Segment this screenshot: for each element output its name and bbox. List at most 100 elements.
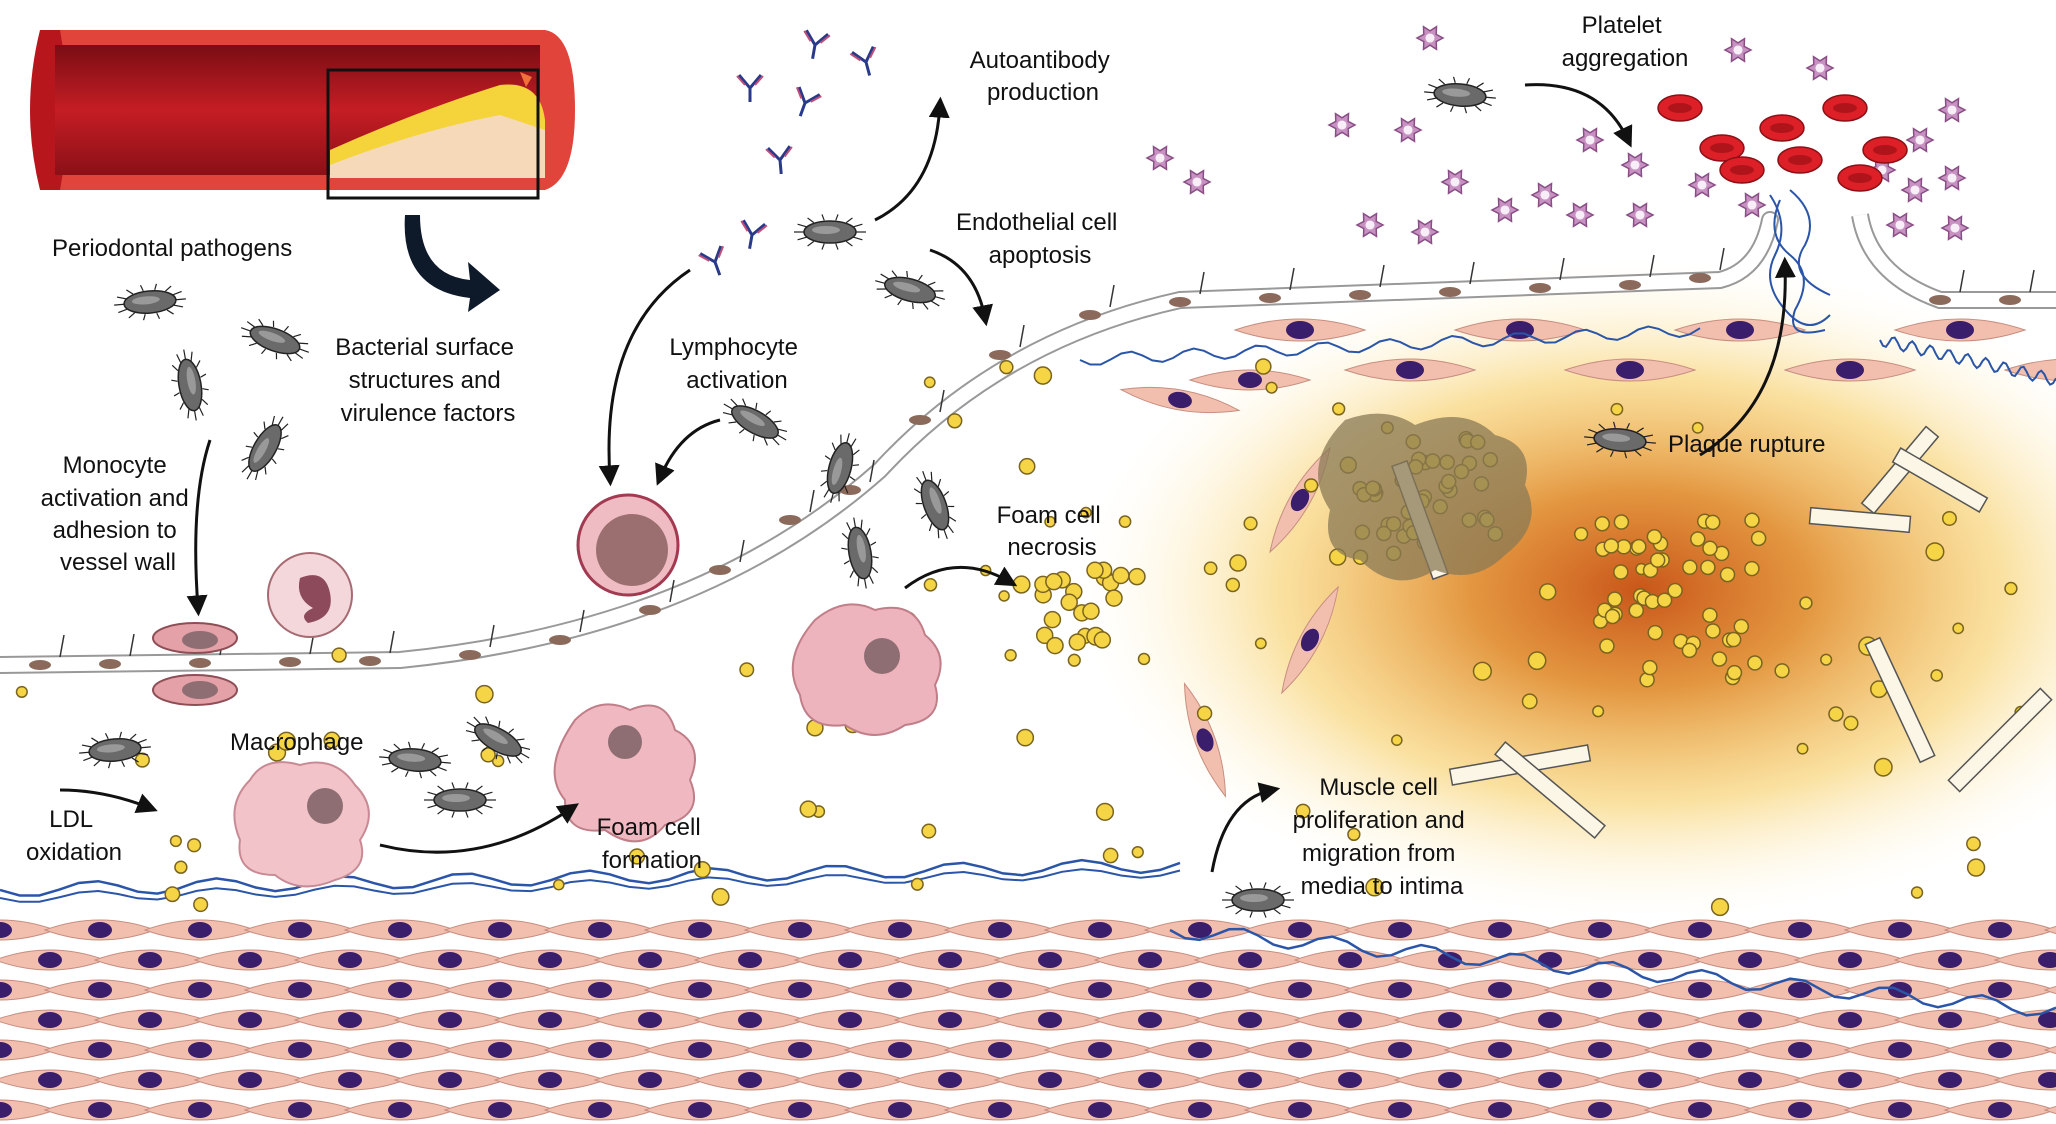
ldl-particle <box>331 647 347 663</box>
ldl-particle <box>174 860 188 874</box>
smooth-muscle-cell <box>1673 318 1807 342</box>
ldl-particle <box>1667 582 1683 599</box>
smooth-muscle-cell <box>1193 1069 1307 1091</box>
ldl-particle <box>1592 705 1605 718</box>
smooth-muscle-cell <box>1743 1099 1857 1121</box>
bacterium <box>114 283 186 321</box>
ldl-particle <box>1690 531 1706 547</box>
ldl-particle <box>1365 878 1384 897</box>
bacterium <box>841 517 879 589</box>
bacterium <box>875 270 945 310</box>
ldl-particle <box>1649 552 1666 568</box>
smooth-muscle-cell <box>1893 1009 2007 1031</box>
ldl-particle <box>1820 653 1833 666</box>
arrow-autoantibody <box>874 96 950 222</box>
smooth-muscle-cell <box>443 1099 557 1121</box>
bacterium <box>913 470 957 540</box>
smooth-muscle-cell <box>143 979 257 1001</box>
smooth-muscle-cell <box>643 1039 757 1061</box>
ldl-particle <box>1774 663 1790 679</box>
platelet <box>1530 182 1560 208</box>
monocyte <box>267 552 353 638</box>
smooth-muscle-cell <box>293 949 407 971</box>
smooth-muscle-cell <box>193 1009 307 1031</box>
ldl-particle <box>1799 596 1813 610</box>
smooth-muscle-cell <box>943 979 1057 1001</box>
smooth-muscle-cell <box>1843 1039 1957 1061</box>
smooth-muscle-cell <box>1443 979 1557 1001</box>
cholesterol-crystal <box>1494 741 1606 839</box>
adherent-monocyte <box>152 622 238 706</box>
smooth-muscle-cell <box>1233 318 1367 342</box>
smooth-muscle-cell <box>1443 919 1557 941</box>
platelet <box>1355 212 1385 238</box>
ldl-particle <box>193 896 209 913</box>
smooth-muscle-cell <box>943 919 1057 941</box>
ldl-particle <box>1012 575 1031 594</box>
smooth-muscle-cell <box>43 919 157 941</box>
ldl-particle <box>628 848 646 865</box>
label-bacterial-surface: Bacterial surface structures and virulen… <box>335 334 520 427</box>
antibody <box>849 45 877 76</box>
ldl-particle <box>480 747 496 763</box>
smooth-muscle-cell <box>1043 1039 1157 1061</box>
platelet <box>1490 197 1520 223</box>
ldl-particle <box>552 878 565 891</box>
platelet <box>1415 25 1445 51</box>
ldl-particle <box>1137 652 1151 666</box>
smooth-muscle-cell <box>243 979 357 1001</box>
smooth-muscle-cell <box>1493 1069 1607 1091</box>
ldl-particle <box>1086 561 1104 580</box>
bacterium <box>424 782 496 818</box>
ldl-particle <box>799 800 818 818</box>
smooth-muscle-cell <box>493 1069 607 1091</box>
label-foam-cell-formation: Foam cell formation <box>597 814 708 874</box>
label-ldl: LDL oxidation <box>26 806 122 866</box>
zoom-box <box>326 68 540 200</box>
ldl-particle <box>910 877 924 891</box>
platelets <box>1145 25 1970 245</box>
bacterium <box>79 731 151 769</box>
smooth-muscle-cell <box>1993 1009 2056 1031</box>
smooth-muscle-cell <box>1293 1009 1407 1031</box>
ldl-particle <box>711 887 730 906</box>
smooth-muscle-cell <box>1093 1069 1207 1091</box>
smooth-muscle-cell <box>1043 1099 1157 1121</box>
smooth-muscle-cell <box>693 1069 807 1091</box>
smooth-muscle-cell <box>1043 919 1157 941</box>
ldl-particle <box>1082 602 1100 620</box>
ldl-particle <box>921 823 937 839</box>
ldl-particle <box>1118 515 1132 528</box>
smooth-muscle-cell <box>43 1099 157 1121</box>
platelet <box>1620 152 1650 178</box>
label-muscle-cell: Muscle cell proliferation and migration … <box>1293 774 1472 900</box>
smooth-muscle-cell <box>1643 1099 1757 1121</box>
smooth-muscle-cell <box>1943 1039 2056 1061</box>
intimal-muscle-cells <box>1119 369 1339 798</box>
ldl-particle <box>1705 623 1721 639</box>
ldl-particle <box>1046 636 1064 655</box>
smooth-muscle-cell <box>893 1009 1007 1031</box>
ldl-particle <box>1628 602 1645 619</box>
smooth-muscle-cell <box>1543 919 1657 941</box>
smooth-muscle-cell <box>493 1009 607 1031</box>
smooth-muscle-cell <box>193 1069 307 1091</box>
smooth-muscle-cell <box>993 1069 1107 1091</box>
ldl-particle <box>1060 593 1078 612</box>
cholesterol-crystal <box>1860 425 1940 515</box>
ldl-particle <box>1229 554 1247 572</box>
smooth-muscle-cell <box>293 1069 407 1091</box>
ldl-particle <box>1744 560 1760 577</box>
smooth-muscle-cell <box>1143 1039 1257 1061</box>
smooth-muscle-cell <box>843 1099 957 1121</box>
ldl-particle <box>1702 607 1718 623</box>
smooth-muscle-cell <box>1043 979 1157 1001</box>
platelet <box>1625 202 1655 228</box>
smooth-muscle-cell <box>943 1099 1057 1121</box>
label-platelet: Platelet aggregation <box>1562 12 1689 72</box>
smooth-muscle-cell <box>1243 979 1357 1001</box>
red-blood-cell <box>1719 156 1765 184</box>
labels: Periodontal pathogens Bacterial surface … <box>26 12 1825 900</box>
ldl-particle <box>693 860 711 879</box>
artery-thumbnail <box>30 30 575 312</box>
